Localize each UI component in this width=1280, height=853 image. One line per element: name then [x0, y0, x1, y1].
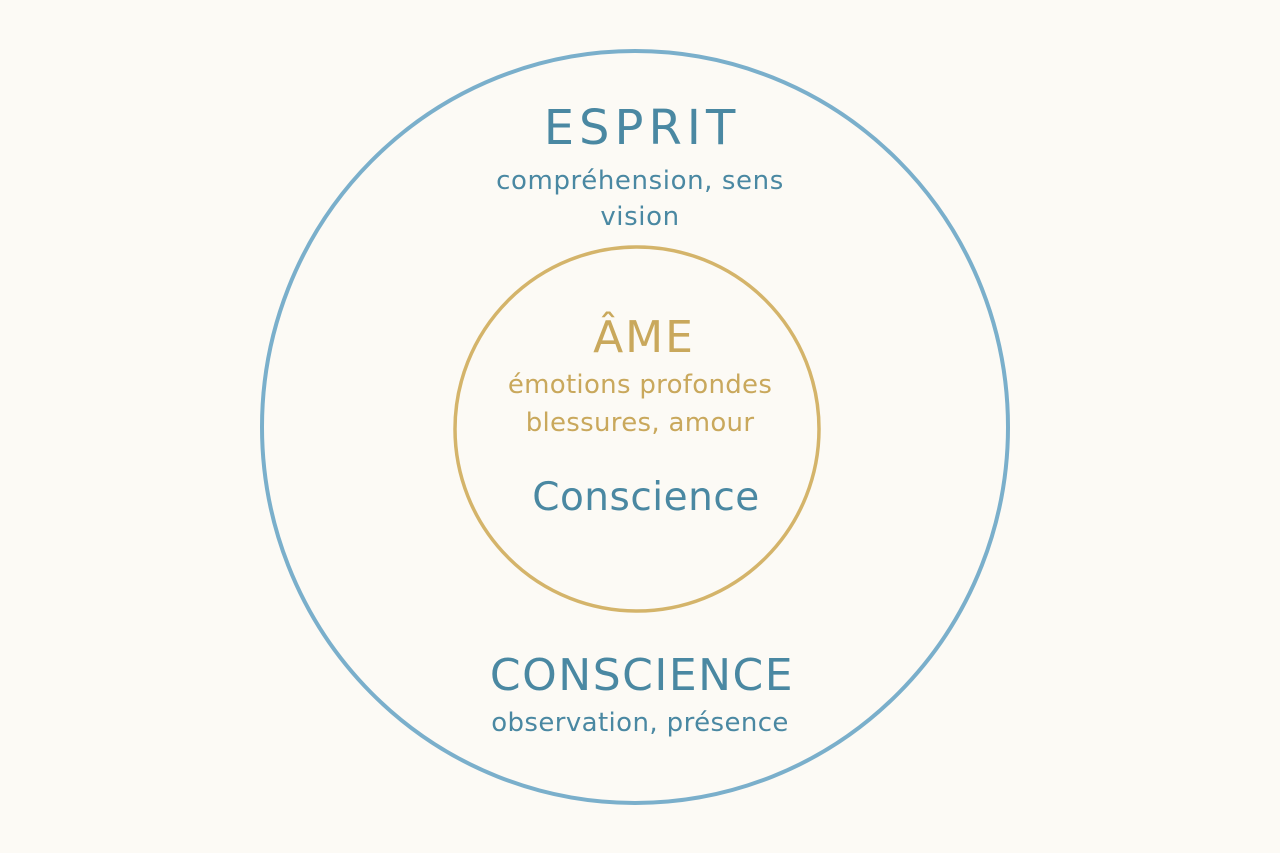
- conscience-description: observation, présence: [491, 708, 789, 738]
- esprit-description-line-2: vision: [600, 202, 680, 232]
- esprit-description-line-1: compréhension, sens: [496, 166, 784, 196]
- inner-circle-ame: [453, 245, 821, 613]
- inner-conscience-label: Conscience: [532, 475, 760, 520]
- ame-description-line-1: émotions profondes: [507, 370, 773, 400]
- conscience-title: CONSCIENCE: [489, 650, 795, 701]
- outer-circle-esprit: [260, 49, 1010, 805]
- esprit-title: ESPRIT: [543, 100, 741, 156]
- ame-description-line-2: blessures, amour: [525, 408, 755, 438]
- ame-title: ÂME: [593, 312, 695, 363]
